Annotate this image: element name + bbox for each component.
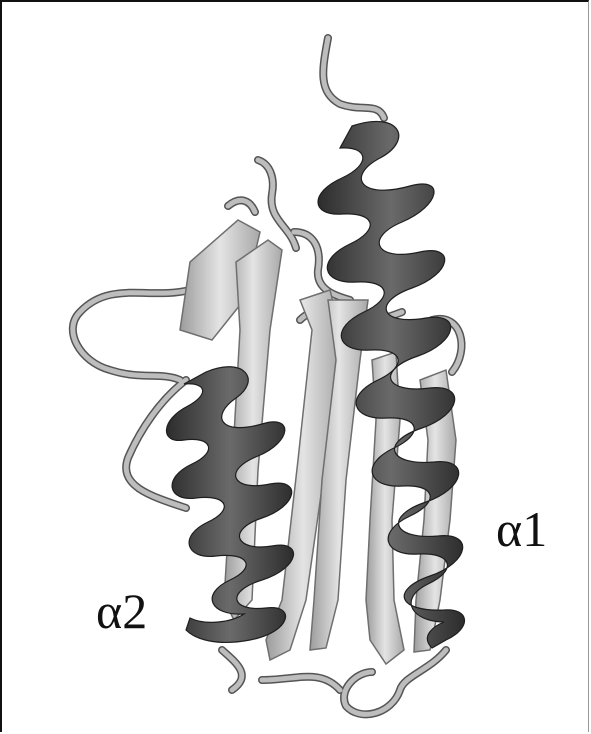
label-alpha1: α1 (496, 504, 547, 554)
label-alpha2: α2 (96, 586, 147, 636)
